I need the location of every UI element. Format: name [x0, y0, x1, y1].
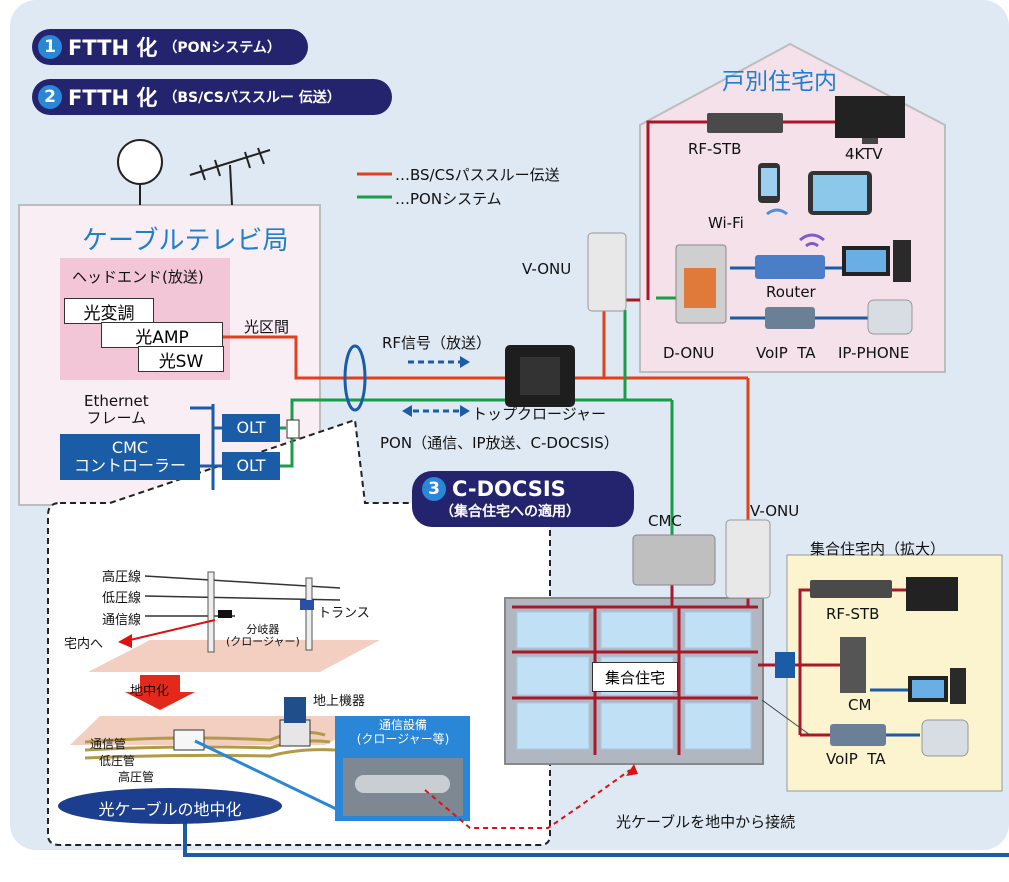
tsushinkan-label: 通信管: [90, 737, 127, 751]
trans-label: トランス: [318, 606, 370, 621]
legend-red: …BS/CSパススルー伝送: [395, 166, 560, 184]
box-hikari-henchou: 光変調: [64, 298, 154, 324]
apartment-cm: CM: [848, 696, 872, 714]
connect-label: 光ケーブルを地中から接続: [616, 813, 796, 831]
olt-box-1: OLT: [222, 414, 280, 442]
house-voip: VoIP TA: [756, 344, 816, 362]
header-item-2: 2 FTTH 化 （BS/CSパススルー 伝送）: [32, 79, 392, 115]
pon-label: PON（通信、IP放送、C-DOCSIS）: [380, 434, 619, 452]
header-3-title: C-DOCSIS: [452, 477, 566, 501]
box-hikari-sw: 光SW: [138, 346, 224, 372]
tsushinsen-label: 通信線: [102, 613, 142, 628]
bunkiki-label: 分岐器 (クロージャー): [226, 623, 300, 648]
box-hikari-amp: 光AMP: [101, 322, 223, 348]
teiatsukan-label: 低圧管: [99, 754, 136, 768]
header-2-title: FTTH 化: [68, 86, 158, 110]
teiatsusen-label: 低圧線: [102, 591, 142, 606]
badge-1: 1: [38, 35, 62, 59]
ethernet-label: Ethernet フレーム: [84, 392, 149, 427]
rf-signal-label: RF信号（放送）: [382, 334, 492, 352]
koatsusen-label: 高圧線: [102, 570, 142, 585]
header-item-1: 1 FTTH 化 （PONシステム）: [32, 29, 308, 65]
header-3-sub: （集合住宅への適用）: [440, 504, 580, 520]
header-1-title: FTTH 化: [68, 36, 158, 60]
optical-section-label: 光区間: [244, 318, 290, 336]
koatsukan-label: 高圧管: [118, 770, 155, 784]
chijokiki-label: 地上機器: [313, 694, 366, 709]
header-1-sub: （PONシステム）: [163, 40, 281, 56]
house-4ktv: 4KTV: [845, 145, 883, 163]
station-title: ケーブルテレビ局: [82, 226, 289, 256]
apartment-building-label: 集合住宅: [592, 662, 678, 692]
takunai-label: 宅内へ: [64, 637, 104, 652]
header-2-sub: （BS/CSパススルー 伝送）: [163, 90, 341, 106]
equipment-title: 通信設備 (クロージャー等): [356, 718, 450, 746]
house-donu: D-ONU: [663, 344, 715, 362]
cmc-controller-box: CMC コントローラー: [60, 434, 200, 480]
house-router: Router: [766, 283, 816, 301]
headend-label: ヘッドエンド(放送): [72, 268, 204, 286]
badge-3: 3: [422, 477, 446, 501]
house-ipphone: IP-PHONE: [838, 344, 910, 362]
legend-green: …PONシステム: [395, 190, 502, 208]
v-onu-2-label: V-ONU: [750, 502, 800, 520]
top-closure-label: トップクロージャー: [472, 405, 606, 423]
apartment-voip: VoIP TA: [826, 750, 886, 768]
underground-label: 光ケーブルの地中化: [98, 800, 242, 819]
house-rf-stb: RF-STB: [688, 140, 742, 158]
cmc-label: CMC: [648, 512, 682, 530]
house-wifi: Wi-Fi: [708, 214, 744, 232]
apartment-rf-stb: RF-STB: [826, 605, 880, 623]
header-item-3: 3 C-DOCSIS （集合住宅への適用）: [412, 471, 634, 527]
olt-box-2: OLT: [222, 452, 280, 480]
badge-2: 2: [38, 85, 62, 109]
house-title: 戸別住宅内: [722, 69, 837, 95]
chichuka-label: 地中化: [130, 684, 170, 699]
v-onu-label: V-ONU: [522, 260, 572, 278]
apartment-title: 集合住宅内（拡大）: [810, 540, 946, 558]
